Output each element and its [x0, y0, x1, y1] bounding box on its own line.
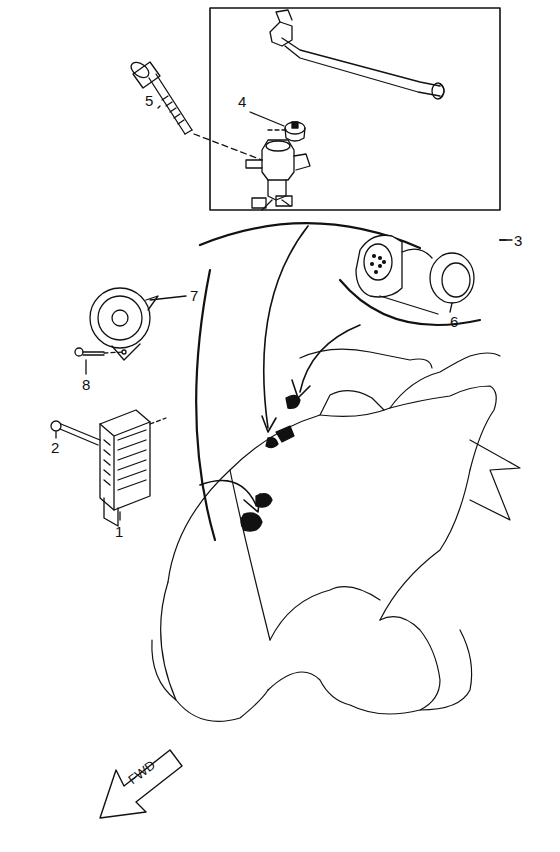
bolt	[75, 348, 124, 374]
callout-number: 6	[450, 314, 458, 329]
callout-number: 2	[51, 440, 59, 455]
callout-number: 8	[82, 377, 90, 392]
callout-number: 1	[115, 524, 123, 539]
rectifier-regulator	[100, 410, 166, 526]
horn	[90, 288, 186, 360]
socket	[356, 235, 474, 314]
main-switch	[246, 130, 310, 210]
group-frame	[210, 8, 500, 210]
steering-lock	[270, 10, 444, 99]
callout-number: 7	[190, 288, 198, 303]
motorcycle-outline	[152, 349, 520, 721]
forward-arrow	[100, 750, 182, 818]
bolt	[128, 59, 262, 160]
callout-number: 5	[145, 93, 153, 108]
mount-location	[241, 395, 300, 531]
callout-number: 4	[238, 94, 246, 109]
key-cylinder	[285, 122, 305, 141]
callout-number: 3	[514, 233, 522, 248]
